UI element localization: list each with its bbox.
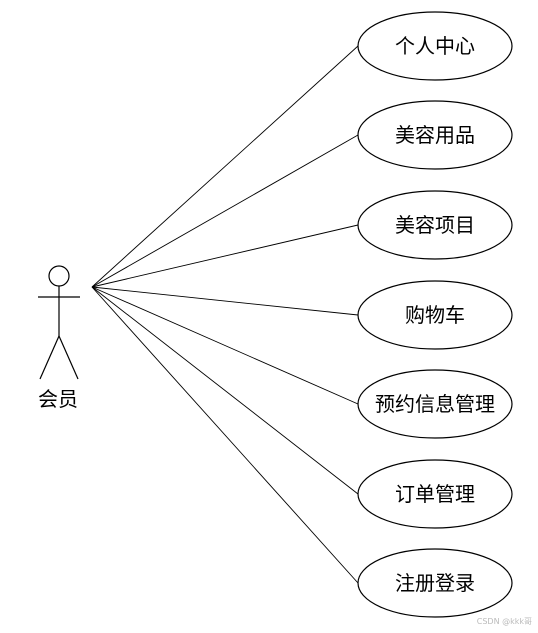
use-case-ellipse	[357, 280, 513, 350]
actor-right-leg	[58, 335, 79, 380]
use-case: 订单管理	[357, 459, 513, 529]
use-case: 预约信息管理	[357, 369, 513, 439]
association-line	[91, 286, 359, 405]
use-case-label: 美容用品	[395, 123, 475, 147]
use-case: 个人中心	[357, 11, 513, 81]
use-case-ellipse	[357, 459, 513, 529]
use-case-label: 预约信息管理	[375, 392, 495, 416]
association-line	[91, 286, 359, 316]
use-case-ellipse	[357, 11, 513, 81]
use-case-ellipse	[357, 548, 513, 618]
use-case-label: 注册登录	[395, 571, 475, 595]
actor-head	[48, 265, 70, 287]
use-case-ellipse	[357, 369, 513, 439]
association-line	[91, 286, 359, 495]
use-case-ellipse	[357, 190, 513, 260]
use-case: 美容项目	[357, 190, 513, 260]
use-case: 美容用品	[357, 100, 513, 170]
actor-left-leg	[39, 335, 60, 380]
use-case-label: 个人中心	[395, 34, 475, 58]
association-line	[91, 134, 359, 288]
association-line	[91, 45, 359, 288]
actor-figure	[38, 265, 80, 380]
association-line	[91, 224, 359, 288]
watermark-text: CSDN @kkk哥	[477, 617, 532, 626]
association-line	[91, 286, 359, 584]
use-case-label: 订单管理	[395, 482, 475, 506]
actor-label: 会员	[38, 387, 78, 411]
use-case: 购物车	[357, 280, 513, 350]
use-case-label: 购物车	[405, 303, 465, 327]
use-case-label: 美容项目	[395, 213, 475, 237]
associations	[91, 45, 359, 584]
use-case-ellipse	[357, 100, 513, 170]
use-case: 注册登录	[357, 548, 513, 618]
